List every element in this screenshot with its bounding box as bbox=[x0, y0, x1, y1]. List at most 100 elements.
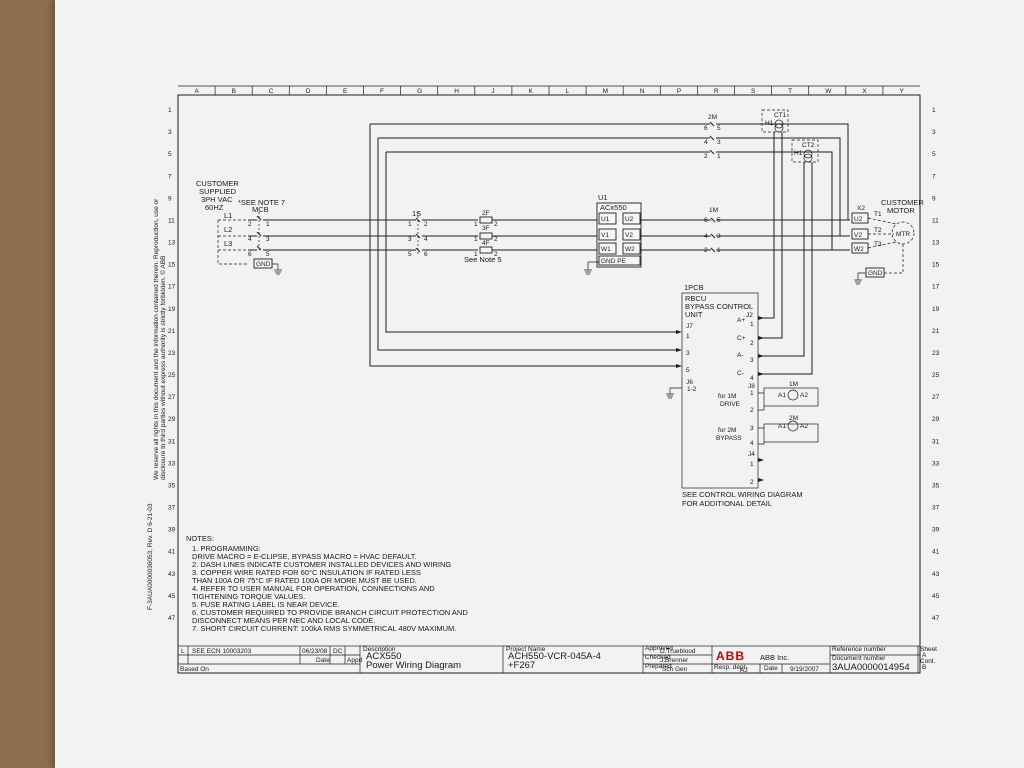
pcb-label: 1PCB bbox=[684, 283, 704, 292]
svg-text:A1: A1 bbox=[778, 423, 786, 430]
svg-text:3PH VAC: 3PH VAC bbox=[201, 195, 233, 204]
gnd-box-motor bbox=[865, 267, 885, 278]
row-number-right: 11 bbox=[932, 217, 939, 224]
svg-text:1S: 1S bbox=[412, 209, 421, 218]
row-number-left: 15 bbox=[168, 262, 176, 269]
svg-text:T3: T3 bbox=[874, 241, 882, 248]
svg-text:2: 2 bbox=[494, 221, 498, 228]
tb-by: DC bbox=[333, 648, 343, 655]
svg-text:2M: 2M bbox=[789, 415, 798, 422]
bypass-top-1 bbox=[370, 123, 849, 220]
row-number-left: 21 bbox=[168, 328, 176, 335]
row-number-right: 39 bbox=[932, 527, 940, 534]
tb-cont-label: Cont. bbox=[920, 658, 936, 665]
row-number-right: 15 bbox=[932, 262, 940, 269]
bypass-coil-2m: for 2M BYPASS 2M A1 A2 bbox=[716, 415, 819, 445]
row-number-left: 11 bbox=[168, 217, 175, 224]
svg-text:2: 2 bbox=[704, 153, 708, 160]
row-number-right: 27 bbox=[932, 394, 940, 401]
row-number-left: 19 bbox=[168, 306, 176, 313]
rbcu-left-pins: J7 1 3 5 J6 1-2 bbox=[666, 323, 697, 399]
svg-text:J6: J6 bbox=[686, 379, 693, 386]
drive-coil-1m: for 1M DRIVE 1M A1 A2 bbox=[718, 381, 819, 411]
tb-sheet-label: Sheet bbox=[920, 646, 937, 653]
svg-text:U1: U1 bbox=[601, 216, 610, 223]
svg-text:GND PE: GND PE bbox=[601, 258, 627, 265]
gnd-label-supply: GND bbox=[256, 261, 271, 268]
svg-text:A1: A1 bbox=[778, 392, 786, 399]
svg-text:60HZ: 60HZ bbox=[205, 203, 224, 212]
tb-checked-label: Checked bbox=[645, 654, 671, 661]
column-letter: D bbox=[306, 88, 311, 95]
supply-dashed-lines bbox=[217, 219, 248, 265]
row-number-right: 47 bbox=[932, 615, 940, 622]
mtr-label: MTR bbox=[896, 231, 910, 238]
svg-text:NOTES:: NOTES: bbox=[186, 534, 214, 543]
svg-text:6: 6 bbox=[704, 217, 708, 224]
svg-text:3: 3 bbox=[686, 350, 690, 357]
svg-text:4. REFER TO USER MANUAL FOR O: 4. REFER TO USER MANUAL FOR OPERATION, C… bbox=[192, 584, 435, 593]
svg-text:2: 2 bbox=[704, 247, 708, 254]
row-number-right: 1 bbox=[932, 107, 936, 114]
svg-text:C-: C- bbox=[737, 370, 744, 377]
row-number-right: 19 bbox=[932, 306, 940, 313]
u1-label: U1 bbox=[598, 193, 608, 202]
see-control-label-2: FOR ADDITIONAL DETAIL bbox=[682, 499, 772, 508]
row-number-right: 17 bbox=[932, 284, 940, 291]
row-number-left: 39 bbox=[168, 527, 176, 534]
svg-text:for 2M: for 2M bbox=[718, 427, 736, 434]
bypass-loop-outer bbox=[369, 124, 680, 367]
svg-text:H1: H1 bbox=[765, 120, 774, 127]
motor-dashed-leads bbox=[867, 217, 897, 249]
svg-text:2F: 2F bbox=[482, 210, 490, 217]
column-letter: H bbox=[454, 88, 459, 95]
row-number-right: 41 bbox=[932, 549, 940, 556]
tb-resp-label: Resp. dept. bbox=[714, 664, 747, 671]
row-number-right: 23 bbox=[932, 350, 940, 357]
see-control-label-1: SEE CONTROL WIRING DIAGRAM bbox=[682, 490, 803, 499]
rbcu-block bbox=[681, 292, 759, 489]
row-number-right: 25 bbox=[932, 372, 940, 379]
column-letter: N bbox=[640, 88, 645, 95]
svg-text:2: 2 bbox=[494, 251, 498, 258]
row-number-left: 31 bbox=[168, 438, 176, 445]
acx550-label: ACx550 bbox=[600, 203, 627, 212]
tb-company: ABB Inc. bbox=[760, 653, 789, 662]
row-number-right: 3 bbox=[932, 129, 936, 136]
row-number-right: 37 bbox=[932, 505, 940, 512]
tb-project-label: Project Name bbox=[506, 646, 546, 653]
svg-text:1: 1 bbox=[266, 221, 270, 228]
svg-text:5. FUSE RATING LABEL IS NEAR: 5. FUSE RATING LABEL IS NEAR DEVICE. bbox=[192, 600, 340, 609]
row-number-left: 37 bbox=[168, 505, 176, 512]
column-letter: C bbox=[269, 88, 274, 95]
tb-approved-label: Approved bbox=[645, 645, 673, 652]
svg-text:1: 1 bbox=[750, 390, 754, 397]
svg-text:A-: A- bbox=[737, 352, 744, 359]
row-number-right: 35 bbox=[932, 482, 940, 489]
tb-checked: J.Brenner bbox=[660, 657, 689, 664]
row-number-left: 35 bbox=[168, 482, 176, 489]
title-block bbox=[177, 645, 921, 674]
column-letter: Y bbox=[899, 88, 904, 95]
svg-text:1-2: 1-2 bbox=[687, 386, 697, 393]
customer-motor-label-2: MOTOR bbox=[887, 206, 915, 215]
svg-text:DRIVE: DRIVE bbox=[720, 401, 741, 408]
svg-text:J7: J7 bbox=[686, 323, 693, 330]
tb-description-1: ACX550 bbox=[366, 651, 401, 662]
tb-date2-label: Date bbox=[764, 665, 778, 672]
svg-text:1. PROGRAMMING:: 1. PROGRAMMING: bbox=[192, 544, 261, 553]
row-number-left: 9 bbox=[168, 195, 172, 202]
row-number-left: 45 bbox=[168, 593, 176, 600]
tb-sheet: A bbox=[922, 652, 927, 659]
row-number-left: 27 bbox=[168, 394, 176, 401]
row-number-right: 43 bbox=[932, 571, 940, 578]
tb-reference-label: Reference number bbox=[832, 646, 887, 653]
row-number-left: 23 bbox=[168, 350, 176, 357]
svg-text:6: 6 bbox=[424, 251, 428, 258]
ground-symbol-u1 bbox=[584, 261, 599, 275]
svg-text:2. DASH LINES INDICATE CUSTOM: 2. DASH LINES INDICATE CUSTOMER INSTALLE… bbox=[192, 560, 451, 569]
